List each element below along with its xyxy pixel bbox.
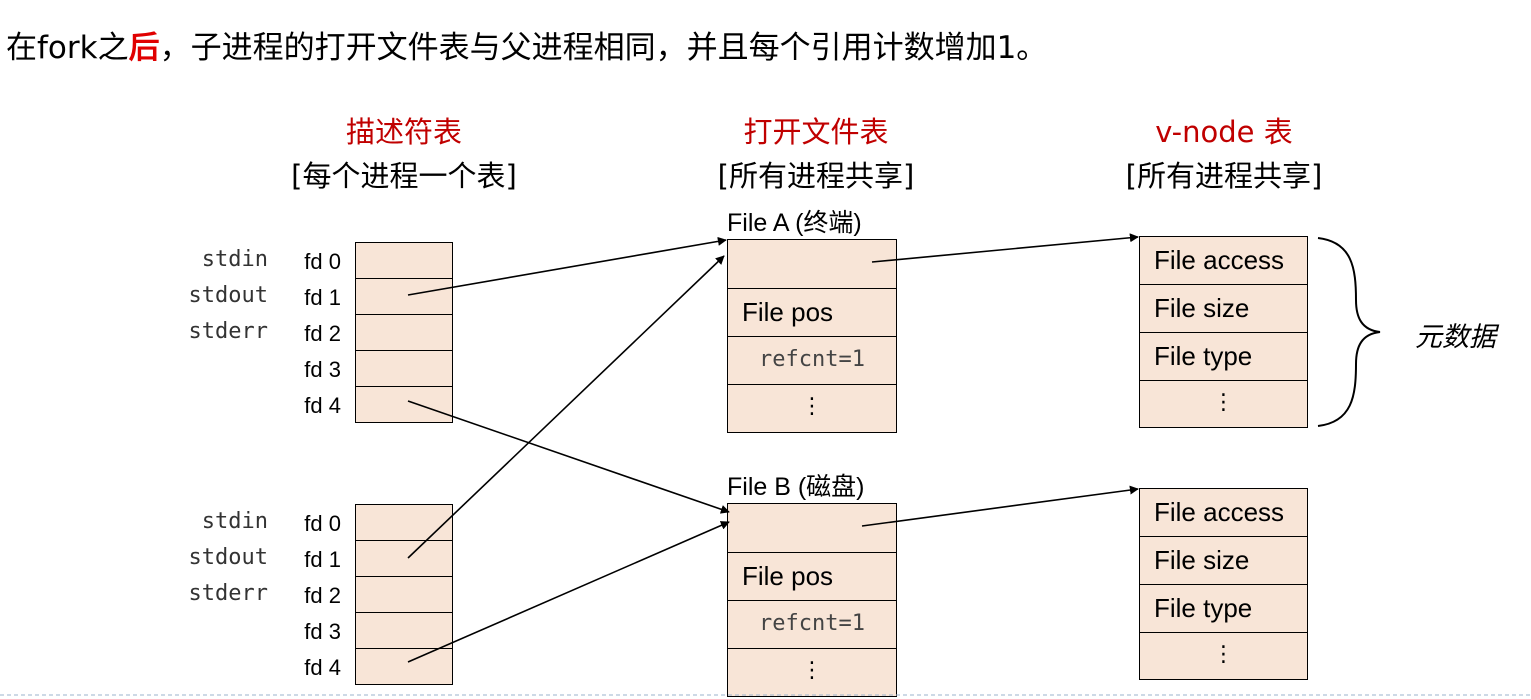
file-pos: File pos xyxy=(727,288,897,337)
open-file-subtitle: [所有进程共享] xyxy=(717,159,915,193)
fd-slot xyxy=(355,350,453,387)
more-fields: ⋮ xyxy=(727,648,897,697)
arrow-child-fd1-to-file-a xyxy=(407,255,725,559)
file-pos: File pos xyxy=(727,552,897,601)
open-file-title: 打开文件表 xyxy=(743,115,889,149)
file-size: File size xyxy=(1139,284,1308,333)
fd-label: fd 0 xyxy=(304,511,341,536)
fd-label: fd 0 xyxy=(304,249,341,274)
fd-label: fd 1 xyxy=(304,547,341,572)
file-type: File type xyxy=(1139,332,1308,381)
vnode-subtitle: [所有进程共享] xyxy=(1125,159,1323,193)
stream-label: stdin xyxy=(201,247,268,272)
fd-label: fd 3 xyxy=(304,357,341,382)
fd-label: fd 2 xyxy=(304,321,341,346)
heading-prefix: 在fork之 xyxy=(6,30,129,66)
metadata-label: 元数据 xyxy=(1415,322,1496,353)
stream-label: stdout xyxy=(188,283,268,308)
arrow-parent-fd1-to-file-a xyxy=(407,236,727,296)
stream-label: stderr xyxy=(188,319,268,344)
arrow-file-b-to-vnode-b xyxy=(861,485,1139,527)
metadata-brace xyxy=(1317,237,1381,427)
more-fields: ⋮ xyxy=(1139,632,1308,680)
file-access: File access xyxy=(1139,236,1308,285)
fd-slot xyxy=(355,314,453,351)
stream-label: stderr xyxy=(188,581,268,606)
heading-suffix: ，子进程的打开文件表与父进程相同，并且每个引用计数增加1。 xyxy=(159,30,1048,66)
fd-label: fd 2 xyxy=(304,583,341,608)
vnode-title: v-node 表 xyxy=(1155,115,1293,149)
fd-label: fd 4 xyxy=(304,655,341,680)
vnode-column-title: v-node 表 [所有进程共享] xyxy=(1126,110,1323,198)
more-fields: ⋮ xyxy=(727,384,897,433)
heading-accent: 后 xyxy=(128,30,160,66)
fd-label: fd 4 xyxy=(304,393,341,418)
fd-slot xyxy=(355,386,453,423)
file-type: File type xyxy=(1139,584,1308,633)
open-file-column-title: 打开文件表 [所有进程共享] xyxy=(718,110,915,198)
fd-label: fd 3 xyxy=(304,619,341,644)
fd-slot xyxy=(355,540,453,577)
page-heading: 在fork之后，子进程的打开文件表与父进程相同，并且每个引用计数增加1。 xyxy=(6,22,1047,67)
stream-label: stdin xyxy=(201,509,268,534)
descriptor-subtitle: [每个进程一个表] xyxy=(291,159,517,193)
fd-slot xyxy=(355,648,453,685)
fd-label: fd 1 xyxy=(304,285,341,310)
file-access: File access xyxy=(1139,488,1308,537)
stream-label: stdout xyxy=(188,545,268,570)
fd-slot xyxy=(355,242,453,279)
file-a-label: File A (终端) xyxy=(727,209,862,237)
more-fields: ⋮ xyxy=(1139,380,1308,428)
fd-slot xyxy=(355,576,453,613)
descriptor-column-title: 描述符表 [每个进程一个表] xyxy=(291,110,517,198)
file-b-label: File B (磁盘) xyxy=(727,473,865,501)
refcnt: refcnt=1 xyxy=(727,600,897,649)
descriptor-title: 描述符表 xyxy=(345,115,463,149)
arrow-child-fd4-to-file-b xyxy=(407,521,730,663)
refcnt: refcnt=1 xyxy=(727,336,897,385)
open-file-entry xyxy=(727,239,897,289)
arrow-parent-fd4-to-file-b xyxy=(407,400,730,514)
arrow-file-a-to-vnode-a xyxy=(871,233,1139,263)
